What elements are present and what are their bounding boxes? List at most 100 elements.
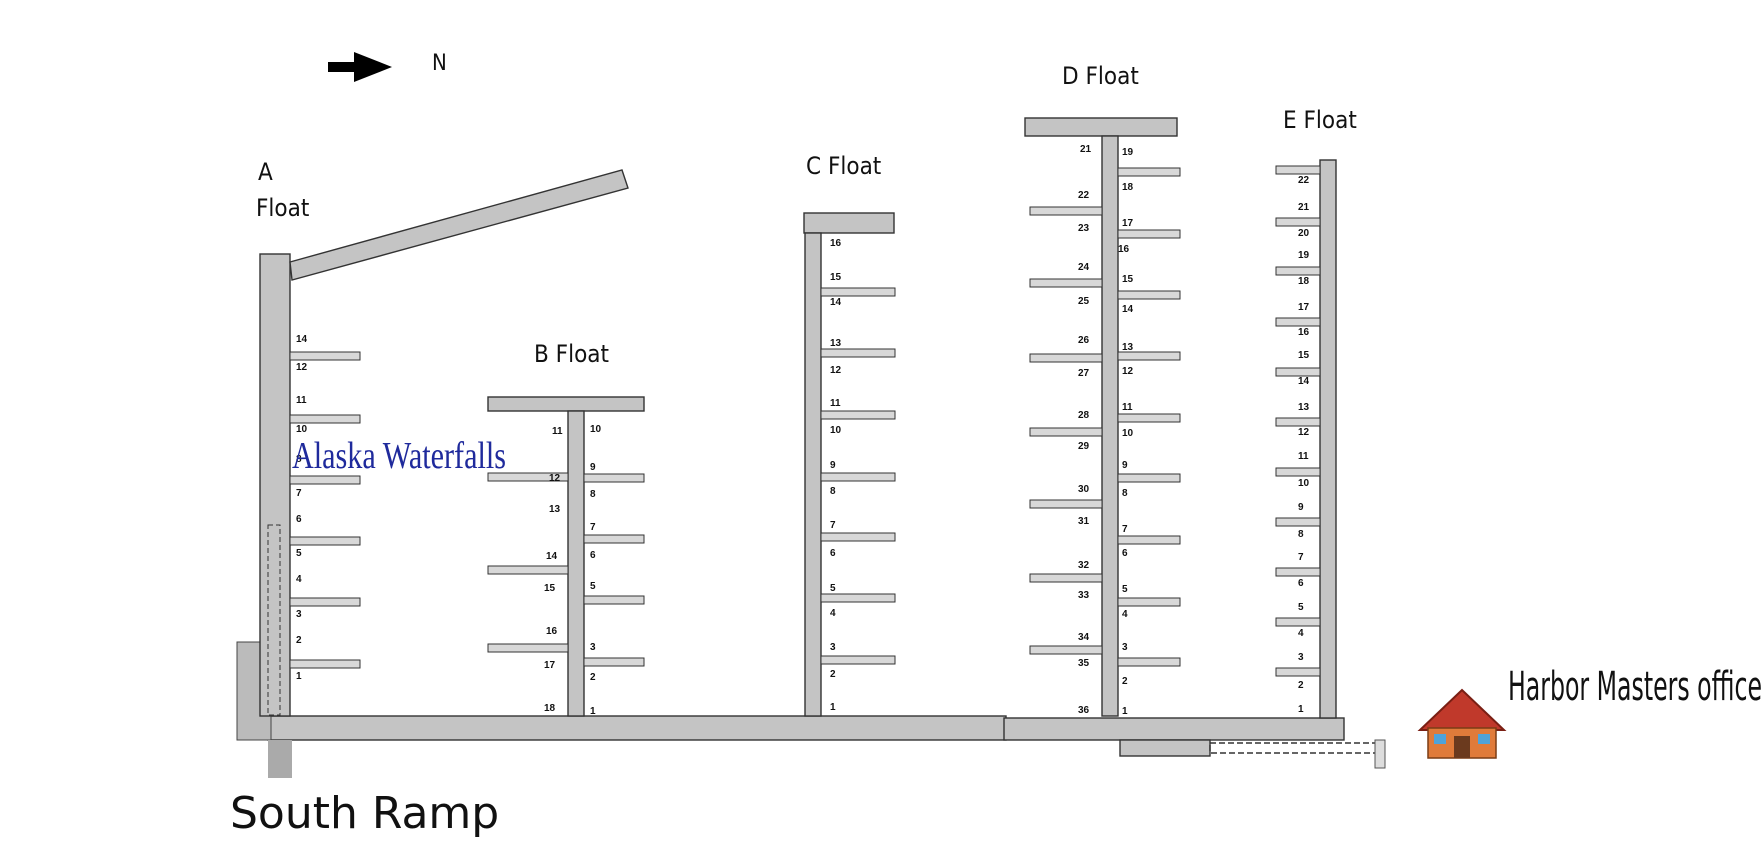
slip-number-a: 10 (296, 424, 308, 435)
slip-number-a: 7 (296, 488, 302, 499)
slip-number-e: 20 (1298, 228, 1310, 239)
slip-number-d: 27 (1078, 368, 1090, 379)
e-float-finger-pier (1275, 317, 1321, 327)
d-float-finger-pier (1029, 573, 1103, 583)
b-float-finger-pier (583, 473, 645, 483)
slip-number-d: 8 (1122, 488, 1128, 499)
north-label: N (432, 51, 447, 76)
slip-number-e: 4 (1298, 628, 1304, 639)
slip-number-e: 9 (1298, 502, 1304, 513)
slip-number-d: 36 (1078, 705, 1090, 716)
slip-number-c: 11 (830, 398, 841, 409)
slip-number-c: 14 (830, 297, 842, 308)
e-float-finger-pier (1275, 617, 1321, 627)
e-float-finger-pier (1275, 517, 1321, 527)
slip-number-c: 10 (830, 425, 842, 436)
b-float-finger-pier (583, 657, 645, 667)
c-float-finger-pier (820, 348, 896, 358)
slip-number-a: 8 (296, 454, 302, 465)
b-float-finger-pier (487, 472, 569, 482)
slip-number-b: 18 (544, 703, 556, 714)
slip-number-b: 11 (552, 426, 563, 437)
slip-number-b: 15 (544, 583, 556, 594)
c-float-label: C Float (806, 152, 881, 180)
slip-number-d: 19 (1122, 147, 1134, 158)
slip-number-d: 7 (1122, 524, 1128, 535)
slip-number-e: 21 (1298, 202, 1310, 213)
slip-number-a: 1 (296, 671, 302, 682)
slip-number-a: 4 (296, 574, 302, 585)
alaska-waterfalls-label: Alaska Waterfalls (292, 435, 506, 477)
slip-number-d: 14 (1122, 304, 1134, 315)
slip-number-e: 19 (1298, 250, 1310, 261)
a-float-label-line1: A (258, 158, 273, 186)
slip-number-d: 23 (1078, 223, 1090, 234)
slip-number-e: 15 (1298, 350, 1310, 361)
slip-number-d: 13 (1122, 342, 1134, 353)
a-float-finger-pier (289, 536, 361, 546)
slip-number-b: 1 (590, 706, 596, 717)
slip-number-e: 6 (1298, 578, 1304, 589)
slip-number-b: 7 (590, 522, 596, 533)
north-arrow-icon (328, 52, 392, 82)
slip-number-e: 10 (1298, 478, 1310, 489)
slip-number-d: 25 (1078, 296, 1090, 307)
slip-number-d: 5 (1122, 584, 1128, 595)
b-float-finger-pier (487, 643, 569, 653)
slip-number-d: 4 (1122, 609, 1128, 620)
c-float-finger-pier (820, 655, 896, 665)
harbor-masters-office-label: Harbor Masters office (1508, 664, 1762, 710)
slip-number-b: 17 (544, 660, 556, 671)
a-float-finger-pier (289, 597, 361, 607)
a-float-finger-pier (289, 414, 361, 424)
d-float-finger-pier (1029, 206, 1103, 216)
slip-number-c: 2 (830, 669, 836, 680)
slip-number-a: 12 (296, 362, 308, 373)
slip-number-d: 21 (1080, 144, 1092, 155)
slip-number-d: 30 (1078, 484, 1090, 495)
slip-number-a: 6 (296, 514, 302, 525)
b-float-finger-pier (583, 534, 645, 544)
south-ramp-label: South Ramp (230, 788, 499, 839)
slip-number-e: 16 (1298, 327, 1310, 338)
a-float-finger-pier (289, 659, 361, 669)
slip-number-c: 16 (830, 238, 842, 249)
slip-number-d: 9 (1122, 460, 1128, 471)
slip-number-d: 10 (1122, 428, 1134, 439)
slip-number-d: 3 (1122, 642, 1128, 653)
slip-number-d: 28 (1078, 410, 1090, 421)
slip-number-a: 5 (296, 548, 302, 559)
slip-number-e: 14 (1298, 376, 1310, 387)
slip-number-b: 13 (549, 504, 561, 515)
slip-number-e: 7 (1298, 552, 1304, 563)
e-float-finger-pier (1275, 217, 1321, 227)
e-float-label: E Float (1283, 106, 1357, 134)
slip-number-d: 6 (1122, 548, 1128, 559)
main-walkway (236, 641, 1386, 778)
slip-number-d: 12 (1122, 366, 1134, 377)
slip-number-e: 13 (1298, 402, 1310, 413)
slip-number-a: 14 (296, 334, 308, 345)
e-float-dock (1319, 159, 1337, 719)
e-float-finger-pier (1275, 667, 1321, 677)
finger-piers (289, 165, 1321, 677)
d-float-finger-pier (1029, 427, 1103, 437)
d-float-finger-pier (1029, 645, 1103, 655)
slip-number-b: 5 (590, 581, 596, 592)
c-float-finger-pier (820, 287, 896, 297)
slip-number-a: 3 (296, 609, 302, 620)
e-float-finger-pier (1275, 467, 1321, 477)
slip-number-e: 22 (1298, 175, 1310, 186)
slip-number-b: 16 (546, 626, 558, 637)
slip-number-e: 3 (1298, 652, 1304, 663)
c-float-dock (803, 212, 895, 717)
d-float-finger-pier (1117, 413, 1181, 423)
slip-number-e: 8 (1298, 529, 1304, 540)
e-float-finger-pier (1275, 165, 1321, 175)
slip-number-a: 2 (296, 635, 302, 646)
e-float-finger-pier (1275, 266, 1321, 276)
slip-number-c: 6 (830, 548, 836, 559)
d-float-finger-pier (1117, 535, 1181, 545)
